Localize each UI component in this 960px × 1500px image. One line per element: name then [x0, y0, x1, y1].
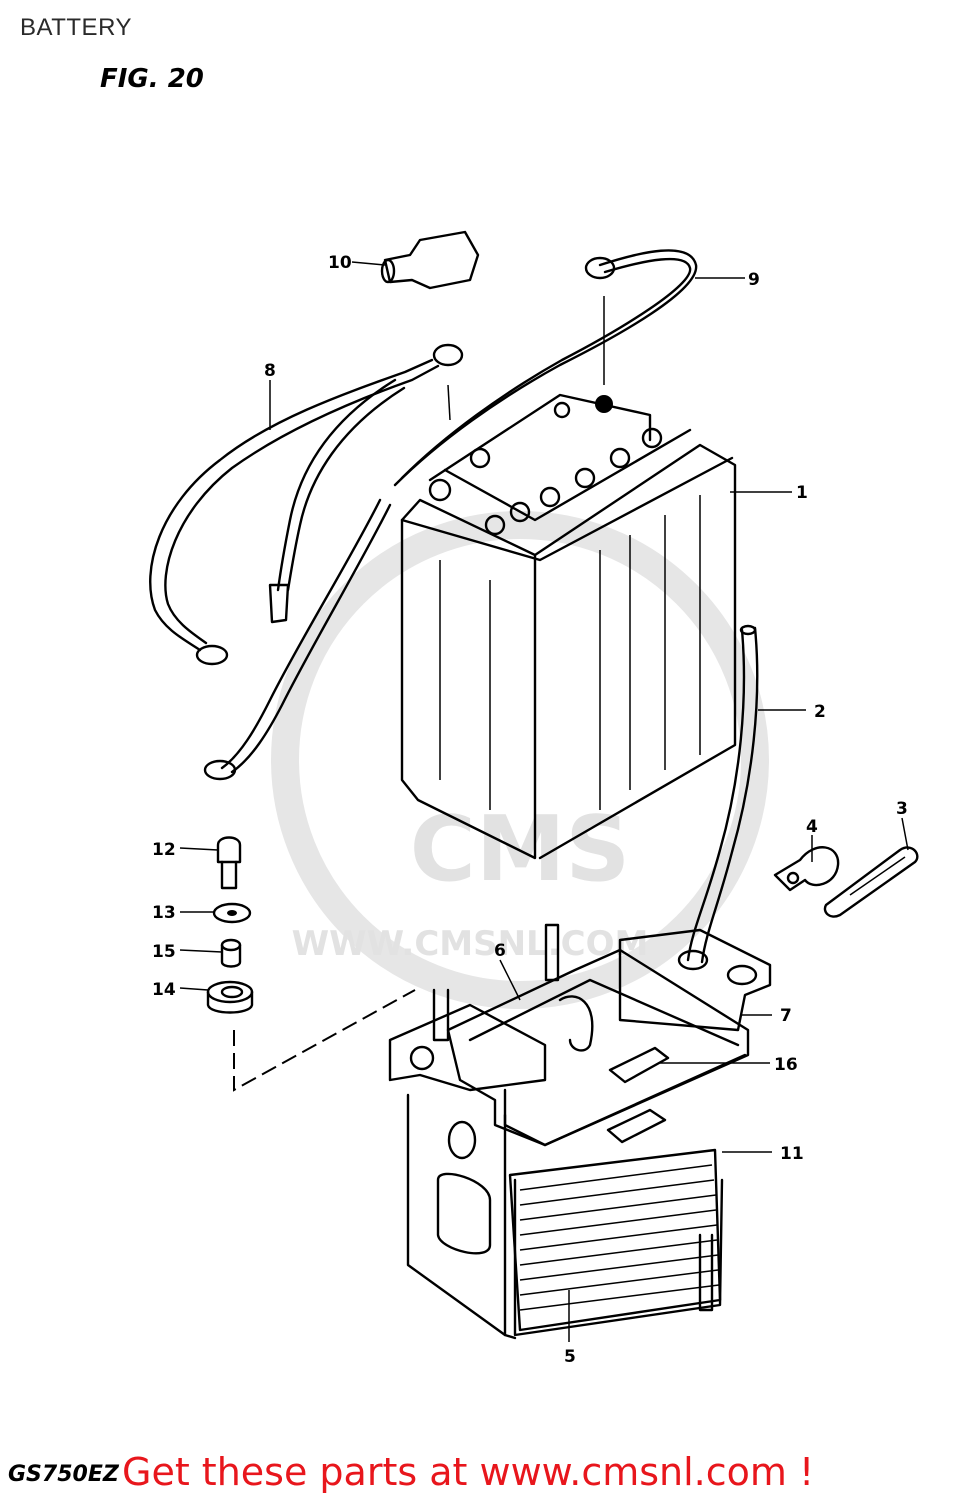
cta-link[interactable]: Get these parts at www.cmsnl.com !	[122, 1450, 815, 1494]
callout-13: 13	[152, 903, 176, 923]
callout-8: 8	[264, 361, 276, 381]
callout-14: 14	[152, 980, 176, 1000]
pad-part-16[interactable]	[606, 1046, 670, 1144]
hose-clamp-part-4[interactable]	[773, 846, 840, 892]
watermark-url: WWW.CMSNL.COM	[292, 924, 649, 964]
callout-5: 5	[564, 1347, 576, 1367]
tray-part-5[interactable]	[508, 1148, 722, 1332]
callout-9: 9	[748, 270, 760, 290]
ground-cable[interactable]	[203, 498, 392, 781]
cable-part-8[interactable]	[149, 343, 464, 666]
callout-15: 15	[152, 942, 176, 962]
callout-2: 2	[814, 702, 826, 722]
assembly-line	[233, 989, 416, 1092]
callout-12: 12	[152, 840, 176, 860]
band-part-6[interactable]	[446, 948, 750, 1147]
clip-part-3[interactable]	[823, 846, 919, 918]
callout-leaders	[179, 261, 909, 1342]
collar-part-15[interactable]	[220, 938, 242, 968]
callout-numbers: 1 2 3 4 5 6 7 8 9 10 11 12 13 14 15 16	[152, 253, 908, 1367]
callout-7: 7	[780, 1006, 792, 1026]
bracket-part-7[interactable]	[618, 928, 772, 1032]
bolt-part-12[interactable]	[216, 836, 242, 890]
cable-part-9[interactable]	[393, 249, 698, 487]
battery-part-1[interactable]	[400, 393, 737, 860]
cushion-part-14[interactable]	[206, 980, 254, 1014]
model-code: GS750EZ	[8, 1462, 119, 1487]
cms-watermark: CMS WWW.CMSNL.COM	[271, 511, 769, 1009]
callout-4: 4	[806, 817, 818, 837]
breather-hose-part-2[interactable]	[686, 624, 759, 964]
callout-1: 1	[796, 483, 808, 503]
washer-part-13[interactable]	[212, 902, 252, 924]
figure-label: FIG. 20	[100, 64, 204, 94]
callout-6: 6	[494, 941, 506, 961]
callout-16: 16	[774, 1055, 798, 1075]
callout-10: 10	[328, 253, 352, 273]
terminal-cap-part-10[interactable]	[380, 230, 480, 290]
callout-3: 3	[896, 799, 908, 819]
page-title: BATTERY	[20, 14, 132, 41]
callout-11: 11	[780, 1144, 804, 1164]
